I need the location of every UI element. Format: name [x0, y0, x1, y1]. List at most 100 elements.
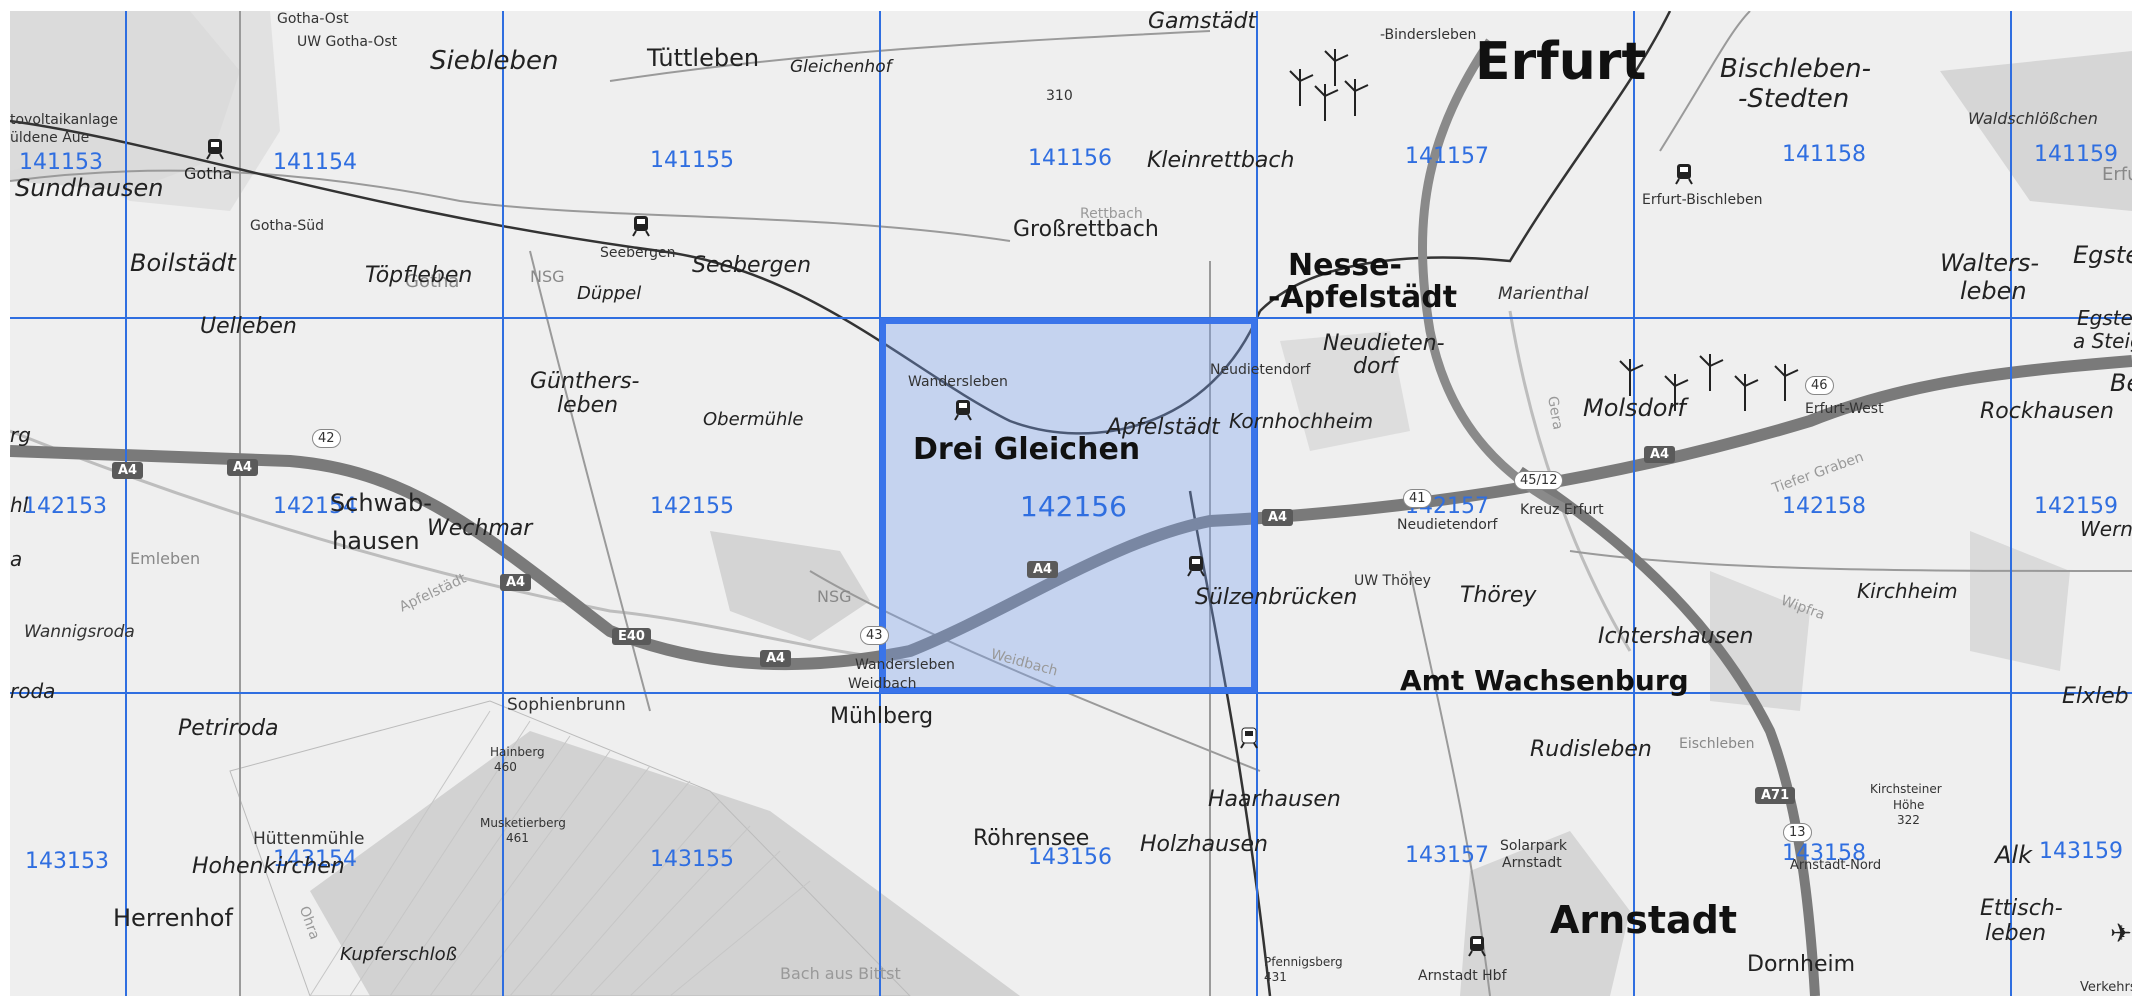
place-label: Neudietendorf	[1210, 362, 1311, 378]
place-label: Siebleben	[430, 46, 559, 76]
place-label: Neudietendorf	[1397, 517, 1498, 533]
place-label: UW Gotha-Ost	[297, 34, 398, 50]
road-number: 41	[1403, 489, 1432, 508]
train-station-icon[interactable]	[954, 399, 972, 421]
place-label: UW Thörey	[1354, 573, 1431, 589]
train-station-icon[interactable]	[1675, 163, 1693, 185]
elevation: 310	[1046, 88, 1073, 104]
forest-area	[1940, 51, 2132, 211]
place-label: Kirchheim	[1857, 579, 1958, 603]
wind-turbine-icon	[1289, 49, 1369, 121]
place-label: Herrenhof	[113, 904, 233, 932]
place-label: Gotha-Süd	[250, 218, 325, 234]
train-station-icon[interactable]	[1187, 555, 1205, 577]
highway-shield: A71	[1755, 787, 1796, 804]
place-label: Be	[2110, 369, 2132, 397]
grid-cell-id[interactable]: 143159	[2039, 839, 2123, 864]
place-label: Röhrensee	[973, 826, 1090, 851]
grid-cell-id[interactable]: 143156	[1028, 845, 1112, 870]
forest-area	[1970, 531, 2070, 671]
place-label: Günthers-	[530, 369, 640, 394]
place-label: Verkehrsla	[2080, 980, 2132, 995]
map-viewport[interactable]: 141153 141154 141155 141156 141157 14115…	[10, 11, 2132, 996]
place-label: Musketierberg	[480, 816, 566, 830]
place-label: Egsted	[2073, 241, 2132, 269]
place-label: üldene Aue	[10, 130, 90, 146]
elevation: 460	[494, 760, 517, 774]
place-label: -Stedten	[1738, 84, 1850, 114]
highway-a4	[10, 355, 2132, 671]
place-label: Uelleben	[200, 314, 297, 339]
place-label-town: Amt Wachsenburg	[1400, 664, 1689, 697]
place-label: leben	[1960, 277, 2027, 305]
place-label: Höhe	[1893, 798, 1925, 812]
place-label: -Bindersleben	[1380, 27, 1477, 43]
train-station-icon[interactable]	[1468, 935, 1486, 957]
place-label: Thörey	[1460, 583, 1537, 608]
place-label: a	[10, 547, 23, 571]
grid-cell-id[interactable]: 142158	[1782, 494, 1866, 519]
hatched-area	[229, 700, 911, 996]
place-label: Alk	[1995, 841, 2032, 869]
grid-cell-id[interactable]: 143157	[1405, 843, 1489, 868]
forest-area	[710, 531, 870, 641]
highway-a71	[1517, 466, 1820, 996]
grid-cell-id[interactable]: 141153	[19, 150, 103, 175]
place-label: hl	[10, 493, 29, 517]
grid-cell-id[interactable]: 141155	[650, 148, 734, 173]
place-label: leben	[557, 393, 619, 418]
highway-ring	[1418, 38, 1573, 516]
place-label: Gamstädt	[1148, 11, 1257, 34]
grid-cell-id[interactable]: 143154	[273, 847, 357, 872]
place-label: Erfurt-Bischleben	[1642, 192, 1763, 208]
grid-cell-id[interactable]: 143158	[1782, 841, 1866, 866]
train-station-icon[interactable]	[206, 138, 224, 160]
place-label: Kreuz Erfurt	[1520, 502, 1604, 518]
place-label: hausen	[332, 527, 420, 555]
place-label: tovoltaikanlage	[10, 112, 119, 128]
place-label: Petriroda	[178, 716, 279, 741]
nature-reserve: NSG	[530, 267, 565, 286]
place-label: Tüttleben	[647, 44, 760, 72]
place-label: Weidbach	[848, 676, 917, 692]
grid-cell-id[interactable]: 143155	[650, 847, 734, 872]
road-number: 45/12	[1514, 471, 1564, 490]
grid-cell-id-selected[interactable]: 142156	[1020, 490, 1127, 523]
grid-cell-id[interactable]: 142154	[273, 494, 357, 519]
grid-cell-id[interactable]: 142155	[650, 494, 734, 519]
highway-shield: A4	[1027, 561, 1059, 578]
place-label: Sundhausen	[15, 174, 164, 202]
place-label: Gotha-Ost	[277, 11, 349, 27]
grid-cell-id[interactable]: 141157	[1405, 144, 1489, 169]
road-number: 42	[312, 429, 341, 448]
place-label: Düppel	[577, 283, 642, 304]
highway-shield: A4	[760, 650, 792, 667]
grid-cell-id[interactable]: 141159	[2034, 142, 2118, 167]
train-station-icon[interactable]	[1240, 727, 1258, 749]
grid-cell-id[interactable]: 142159	[2034, 494, 2118, 519]
place-label: Sophienbrunn	[507, 695, 626, 715]
place-label: Erfu	[2102, 164, 2132, 185]
urban-area	[10, 11, 280, 211]
grid-cell-id[interactable]: 141154	[273, 150, 357, 175]
place-label: Pfennigsberg	[1264, 955, 1343, 969]
selected-grid-cell[interactable]	[880, 318, 1257, 693]
place-label: Gotha	[184, 164, 233, 183]
place-label: Wandersleben	[908, 374, 1008, 390]
place-label-town: -Apfelstädt	[1268, 280, 1458, 315]
place-label: Neudieten-	[1323, 331, 1445, 356]
grid-cell-id[interactable]: 142153	[23, 494, 107, 519]
place-label-city: Arnstadt	[1550, 898, 1737, 942]
place-label: Holzhausen	[1140, 832, 1268, 857]
grid-cell-id[interactable]: 141156	[1028, 146, 1112, 171]
highway-shield: A4	[112, 462, 144, 479]
grid-cell-id[interactable]: 143153	[25, 849, 109, 874]
elevation: 431	[1264, 970, 1287, 984]
place-label: Hüttenmühle	[253, 829, 365, 849]
highway-shield: A4	[1262, 509, 1294, 526]
grid-cell-id[interactable]: 141158	[1782, 142, 1866, 167]
place-label: Waldschlößchen	[1968, 109, 2098, 128]
highway-shield: E40	[612, 628, 651, 645]
place-label: Molsdorf	[1583, 394, 1686, 422]
train-station-icon[interactable]	[632, 215, 650, 237]
